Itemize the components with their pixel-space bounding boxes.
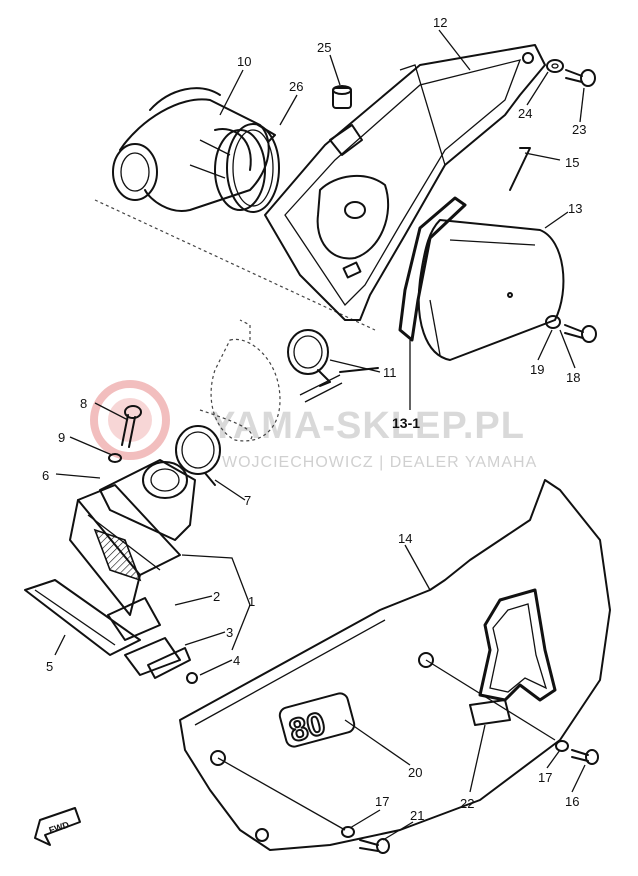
label-13-1: 13-1 bbox=[392, 415, 420, 431]
gasket-5 bbox=[24, 579, 141, 656]
reed-plates bbox=[107, 597, 191, 679]
label-20: 20 bbox=[408, 765, 422, 780]
label-13: 13 bbox=[568, 201, 582, 216]
label-5: 5 bbox=[46, 659, 53, 674]
label-16: 16 bbox=[565, 794, 579, 809]
watermark-title: YAMA-SKLEP.PL bbox=[210, 405, 525, 447]
number-decal-1 bbox=[469, 588, 557, 726]
washer-19 bbox=[545, 315, 561, 329]
label-23: 23 bbox=[572, 122, 586, 137]
label-8: 8 bbox=[80, 396, 87, 411]
bolt-23 bbox=[565, 69, 596, 87]
leader-17a bbox=[425, 659, 556, 741]
label-26: 26 bbox=[289, 79, 303, 94]
label-19: 19 bbox=[530, 362, 544, 377]
washer-17a bbox=[555, 740, 569, 752]
damper-rubber bbox=[332, 85, 352, 109]
leader-17b bbox=[217, 757, 346, 831]
hose-clamp-11 bbox=[287, 329, 331, 387]
carburetor-joint bbox=[99, 459, 196, 541]
label-18: 18 bbox=[566, 370, 580, 385]
element-frame bbox=[398, 196, 467, 342]
washer-24 bbox=[546, 59, 564, 73]
label-17a: 17 bbox=[538, 770, 552, 785]
leader-lines bbox=[54, 29, 586, 841]
reed-valve-assembly bbox=[69, 484, 181, 616]
label-24: 24 bbox=[518, 106, 532, 121]
label-14: 14 bbox=[398, 531, 412, 546]
air-filter-element bbox=[417, 219, 565, 361]
bolt-21 bbox=[359, 838, 390, 854]
decal-80-text: 80 bbox=[285, 705, 329, 749]
label-21: 21 bbox=[410, 808, 424, 823]
label-17b: 17 bbox=[375, 794, 389, 809]
label-9: 9 bbox=[58, 430, 65, 445]
label-7: 7 bbox=[244, 493, 251, 508]
label-6: 6 bbox=[42, 468, 49, 483]
leader-duct bbox=[94, 199, 376, 331]
washer-9 bbox=[108, 453, 122, 463]
watermark-subtitle: WOJCIECHOWICZ | DEALER YAMAHA bbox=[222, 454, 537, 471]
decal-80: 80 bbox=[278, 692, 356, 750]
intake-duct bbox=[112, 87, 270, 212]
clamp-7 bbox=[175, 425, 221, 486]
bolt-18 bbox=[564, 324, 597, 343]
label-3: 3 bbox=[226, 625, 233, 640]
leader-ghost bbox=[199, 409, 253, 441]
carburetor-ghost bbox=[210, 319, 379, 442]
forward-arrow-icon: FWD bbox=[34, 807, 81, 846]
washer-17b bbox=[341, 826, 355, 838]
gasket-5-inner bbox=[34, 589, 116, 646]
wire-15 bbox=[509, 147, 531, 191]
label-10: 10 bbox=[237, 54, 251, 69]
label-15: 15 bbox=[565, 155, 579, 170]
label-4: 4 bbox=[233, 653, 240, 668]
part-labels: 10 26 12 25 24 23 15 13 19 18 11 13-1 8 … bbox=[42, 15, 586, 823]
bolt-16 bbox=[571, 749, 599, 765]
label-22: 22 bbox=[460, 796, 474, 811]
label-2: 2 bbox=[213, 589, 220, 604]
fwd-text: FWD bbox=[48, 819, 71, 835]
label-11: 11 bbox=[383, 365, 397, 380]
duct-clamp bbox=[226, 123, 280, 213]
label-12: 12 bbox=[433, 15, 447, 30]
side-cover bbox=[179, 479, 611, 851]
label-25: 25 bbox=[317, 40, 331, 55]
screw-4 bbox=[186, 672, 198, 684]
air-box-case bbox=[264, 44, 546, 321]
label-1: 1 bbox=[248, 594, 255, 609]
